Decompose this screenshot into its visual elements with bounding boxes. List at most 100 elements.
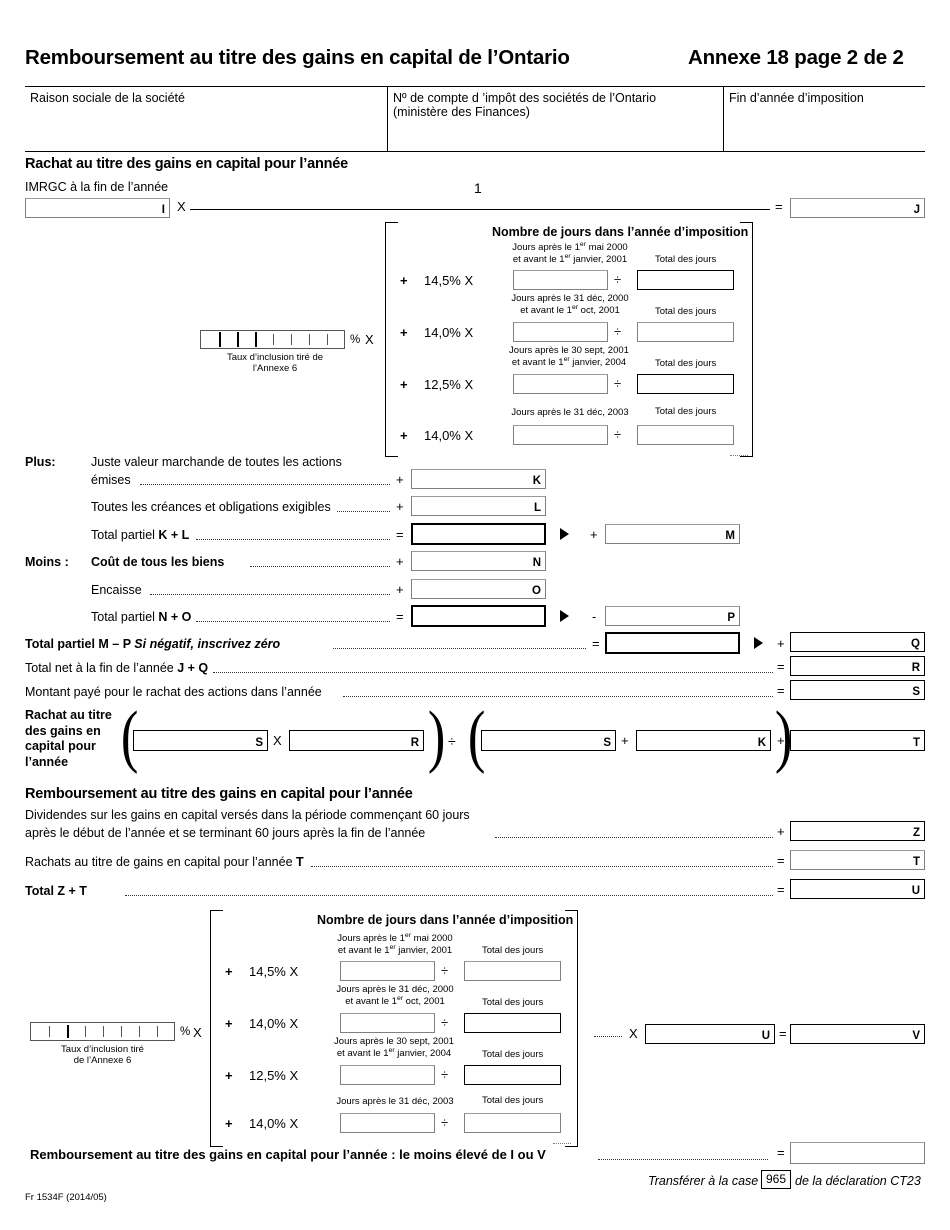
- field-label-account-number: Nº de compte d ’impôt des sociétés de l’…: [393, 91, 718, 119]
- input-box-r[interactable]: R: [790, 656, 925, 676]
- label-plus: Plus:: [25, 455, 56, 469]
- days-input-3[interactable]: [513, 425, 608, 445]
- days-bottom-input-0[interactable]: [340, 961, 435, 981]
- input-box-r-formula[interactable]: R: [289, 730, 424, 751]
- input-box-k[interactable]: K: [411, 469, 546, 489]
- row-label-r: Total net à la fin de l’année J + Q: [25, 661, 209, 675]
- subtotal-box-kl[interactable]: [411, 523, 546, 545]
- total-days-bottom-label-0: Total des jours: [482, 945, 544, 956]
- form-code: Fr 1534F (2014/05): [25, 1192, 107, 1203]
- total-days-input-3[interactable]: [637, 425, 734, 445]
- connector-dots-bottom: [594, 1036, 622, 1037]
- subtotal-box-mp[interactable]: [605, 632, 740, 654]
- days-input-0[interactable]: [513, 270, 608, 290]
- operator-t: =: [777, 853, 785, 868]
- days-input-2[interactable]: [513, 374, 608, 394]
- days-bottom-desc-2: Jours après le 30 sept, 2001 et avant le…: [318, 1036, 470, 1059]
- row-label-kl: Total partiel K + L: [91, 528, 190, 542]
- total-days-bottom-input-1[interactable]: [464, 1013, 561, 1033]
- total-days-input-2[interactable]: [637, 374, 734, 394]
- inclusion-rate-comb-top[interactable]: [200, 330, 345, 349]
- days-row-plus-0: +: [400, 273, 408, 288]
- input-box-t-formula[interactable]: T: [790, 730, 925, 751]
- input-box-s1-formula[interactable]: S: [133, 730, 268, 751]
- inclusion-rate-caption-bottom: Taux d’inclusion tiré de l’Annexe 6: [30, 1044, 175, 1066]
- box-label-o: O: [532, 585, 541, 597]
- operator-times-formula: X: [273, 733, 282, 748]
- input-box-n[interactable]: N: [411, 551, 546, 571]
- input-box-k-formula[interactable]: K: [636, 730, 771, 751]
- input-box-o[interactable]: O: [411, 579, 546, 599]
- total-days-bottom-input-2[interactable]: [464, 1065, 561, 1085]
- operator-m: +: [590, 527, 598, 542]
- rachat-label-l4: l’année: [25, 754, 69, 769]
- leader-dots-l: [337, 511, 390, 512]
- days-bottom-plus-3: +: [225, 1116, 233, 1131]
- fraction-bar: [190, 209, 770, 210]
- final-result-label: Remboursement au titre des gains en capi…: [30, 1147, 546, 1162]
- days-row-desc-0: Jours après le 1er mai 2000 et avant le …: [495, 241, 645, 265]
- rachat-label-l2: des gains en: [25, 723, 101, 738]
- box-label-s: S: [912, 686, 920, 698]
- days-bottom-plus-2: +: [225, 1068, 233, 1083]
- paren-open-2: (: [467, 698, 486, 775]
- days-table-top-heading: Nombre de jours dans l’année d’impositio…: [492, 225, 749, 239]
- input-box-m[interactable]: M: [605, 524, 740, 544]
- section-heading-remboursement: Remboursement au titre des gains en capi…: [25, 786, 413, 802]
- row-label-k-line1: Juste valeur marchande de toutes les act…: [91, 455, 342, 469]
- input-box-u[interactable]: U: [790, 879, 925, 899]
- identification-table: Raison sociale de la société Nº de compt…: [25, 86, 925, 152]
- leader-dots-u: [125, 895, 773, 896]
- days-row-plus-1: +: [400, 325, 408, 340]
- input-box-z[interactable]: Z: [790, 821, 925, 841]
- days-bottom-input-1[interactable]: [340, 1013, 435, 1033]
- operator-plus-t: +: [777, 733, 785, 748]
- account-number-line1: Nº de compte d ’impôt des sociétés de l’…: [393, 91, 657, 105]
- box-label-t-formula: T: [912, 737, 920, 749]
- total-days-input-1[interactable]: [637, 322, 734, 342]
- input-box-t2[interactable]: T: [790, 850, 925, 870]
- days-bottom-rate-3: 14,0% X: [249, 1116, 299, 1131]
- box-label-r-formula: R: [410, 737, 419, 749]
- days-desc-2-l2: et avant le 1er janvier, 2004: [511, 356, 627, 369]
- days-row-rate-2: 12,5% X: [424, 377, 474, 392]
- total-days-bottom-input-3[interactable]: [464, 1113, 561, 1133]
- days-input-1[interactable]: [513, 322, 608, 342]
- input-box-s2-formula[interactable]: S: [481, 730, 616, 751]
- input-box-final[interactable]: [790, 1142, 925, 1164]
- input-box-j[interactable]: J: [790, 198, 925, 218]
- input-box-i[interactable]: I: [25, 198, 170, 218]
- arrow-icon-kl: [560, 528, 569, 540]
- total-days-label-2: Total des jours: [655, 358, 717, 369]
- input-box-u2[interactable]: U: [645, 1024, 775, 1044]
- total-days-label-3: Total des jours: [655, 406, 717, 417]
- divide-sign-1: ÷: [614, 324, 622, 339]
- operator-kl: =: [396, 527, 404, 542]
- input-box-p[interactable]: P: [605, 606, 740, 626]
- days-row-rate-0: 14,5% X: [424, 273, 474, 288]
- total-days-bottom-input-0[interactable]: [464, 961, 561, 981]
- days-bottom-rate-1: 14,0% X: [249, 1016, 299, 1031]
- subtotal-box-no[interactable]: [411, 605, 546, 627]
- input-box-v[interactable]: V: [790, 1024, 925, 1044]
- label-moins: Moins :: [25, 555, 69, 569]
- operator-k: +: [396, 472, 404, 487]
- box-label-z: Z: [912, 827, 920, 839]
- transfer-note-post: de la déclaration CT23: [795, 1174, 921, 1188]
- days-bottom-input-2[interactable]: [340, 1065, 435, 1085]
- operator-o: +: [396, 582, 404, 597]
- inclusion-rate-comb-bottom[interactable]: [30, 1022, 175, 1041]
- input-box-s[interactable]: S: [790, 680, 925, 700]
- days-bottom-desc-3: Jours après le 31 déc, 2003: [336, 1096, 454, 1107]
- box-label-t2: T: [912, 856, 920, 868]
- operator-u: =: [777, 882, 785, 897]
- days-bottom-input-3[interactable]: [340, 1113, 435, 1133]
- input-box-q[interactable]: Q: [790, 632, 925, 652]
- rachat-label-l3: capital pour: [25, 739, 96, 753]
- input-box-l[interactable]: L: [411, 496, 546, 516]
- total-days-input-0[interactable]: [637, 270, 734, 290]
- leader-dots-mp: [333, 648, 586, 649]
- box-label-v: V: [912, 1030, 920, 1042]
- days-desc-1-l1: Jours après le 31 déc, 2000: [511, 293, 629, 304]
- percent-sign-top: %: [350, 334, 361, 346]
